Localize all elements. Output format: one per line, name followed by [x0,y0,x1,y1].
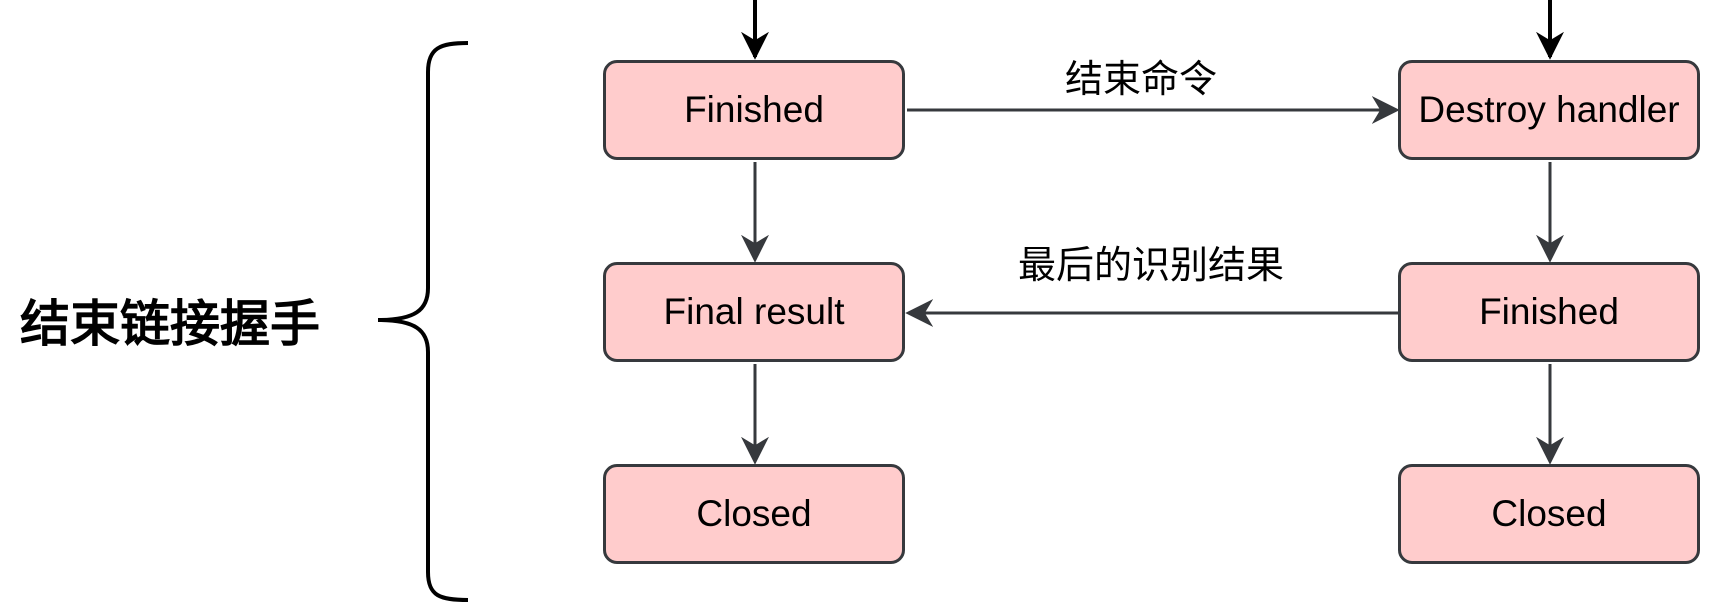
curly-brace [377,41,469,602]
edge-label-final-recognition-result: 最后的识别结果 [1018,243,1285,287]
node-finished-left: Finished [603,60,905,160]
node-final-result: Final result [603,262,905,362]
edge-label-finish-command: 结束命令 [1065,57,1218,101]
node-finished-right: Finished [1398,262,1700,362]
node-destroy-handler: Destroy handler [1398,60,1700,160]
section-label: 结束链接握手 [20,295,320,353]
node-closed-right: Closed [1398,464,1700,564]
node-closed-left: Closed [603,464,905,564]
